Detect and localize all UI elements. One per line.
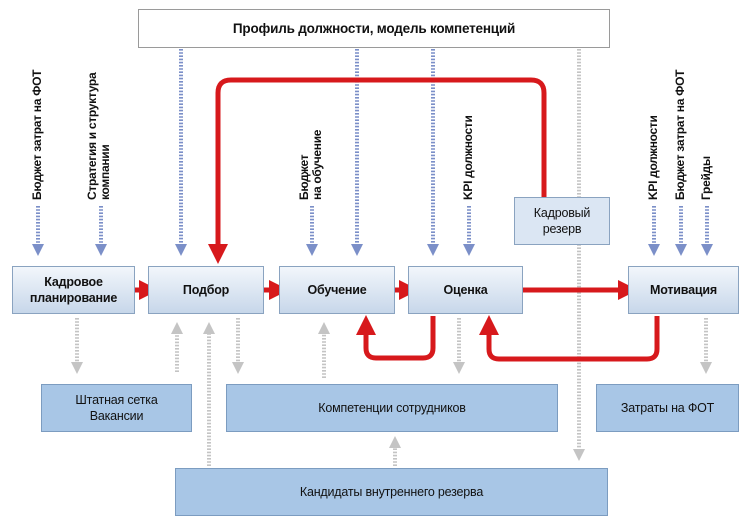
competencies-box: Компетенции сотрудников: [226, 384, 558, 432]
candidates-label: Кандидаты внутреннего резерва: [299, 485, 484, 499]
process-flow-arrows: [135, 77, 660, 362]
assessment-to-training-loop-arrow: [356, 315, 436, 361]
payroll-costs-label: Затраты на ФОТ: [620, 401, 715, 415]
assessment-kpi-label: KPI должности: [461, 115, 475, 200]
planning-box: Кадровое планирование: [12, 266, 135, 314]
training-budget-label: Бюджет на обучение: [297, 129, 324, 200]
competencies-label: Компетенции сотрудников: [318, 401, 466, 415]
training-budget-label-line2: на обучение: [310, 129, 324, 200]
planning-budget-label: Бюджет затрат на ФОТ: [30, 69, 44, 200]
reserve-box: Кадровый резерв: [514, 197, 610, 245]
selection-label: Подбор: [182, 283, 230, 297]
factor-input-arrows: [32, 206, 713, 256]
planning-label-line2: планирование: [29, 291, 118, 305]
planning-label-line1: Кадровое: [44, 275, 103, 289]
motivation-box: Мотивация: [628, 266, 739, 314]
training-label: Обучение: [307, 283, 367, 297]
motivation-to-assessment-loop-arrow: [479, 315, 660, 362]
planning-strategy-label: Стратегия и структура компании: [85, 73, 112, 200]
assessment-label: Оценка: [443, 283, 488, 297]
title: Профиль должности, модель компетенций: [232, 20, 516, 36]
staffing-label-line2: Вакансии: [89, 409, 144, 423]
training-box: Обучение: [279, 266, 395, 314]
staffing-label-line1: Штатная сетка: [75, 393, 158, 407]
assessment-box: Оценка: [408, 266, 523, 314]
motivation-grades-label: Грейды: [699, 156, 713, 200]
selection-box: Подбор: [148, 266, 264, 314]
motivation-budget-label: Бюджет затрат на ФОТ: [673, 69, 687, 200]
staffing-box: Штатная сетка Вакансии: [41, 384, 192, 432]
reserve-to-selection-arrow: [208, 77, 547, 264]
motivation-kpi-label: KPI должности: [646, 115, 660, 200]
reserve-label-line1: Кадровый: [533, 206, 591, 220]
title-box: Профиль должности, модель компетенций: [138, 9, 610, 48]
reserve-label-line2: резерв: [542, 222, 582, 236]
gray-arrows: [71, 49, 712, 466]
candidates-box: Кандидаты внутреннего резерва: [175, 468, 608, 516]
planning-strategy-label-line2: компании: [98, 144, 112, 200]
payroll-costs-box: Затраты на ФОТ: [596, 384, 739, 432]
motivation-label: Мотивация: [650, 283, 717, 297]
